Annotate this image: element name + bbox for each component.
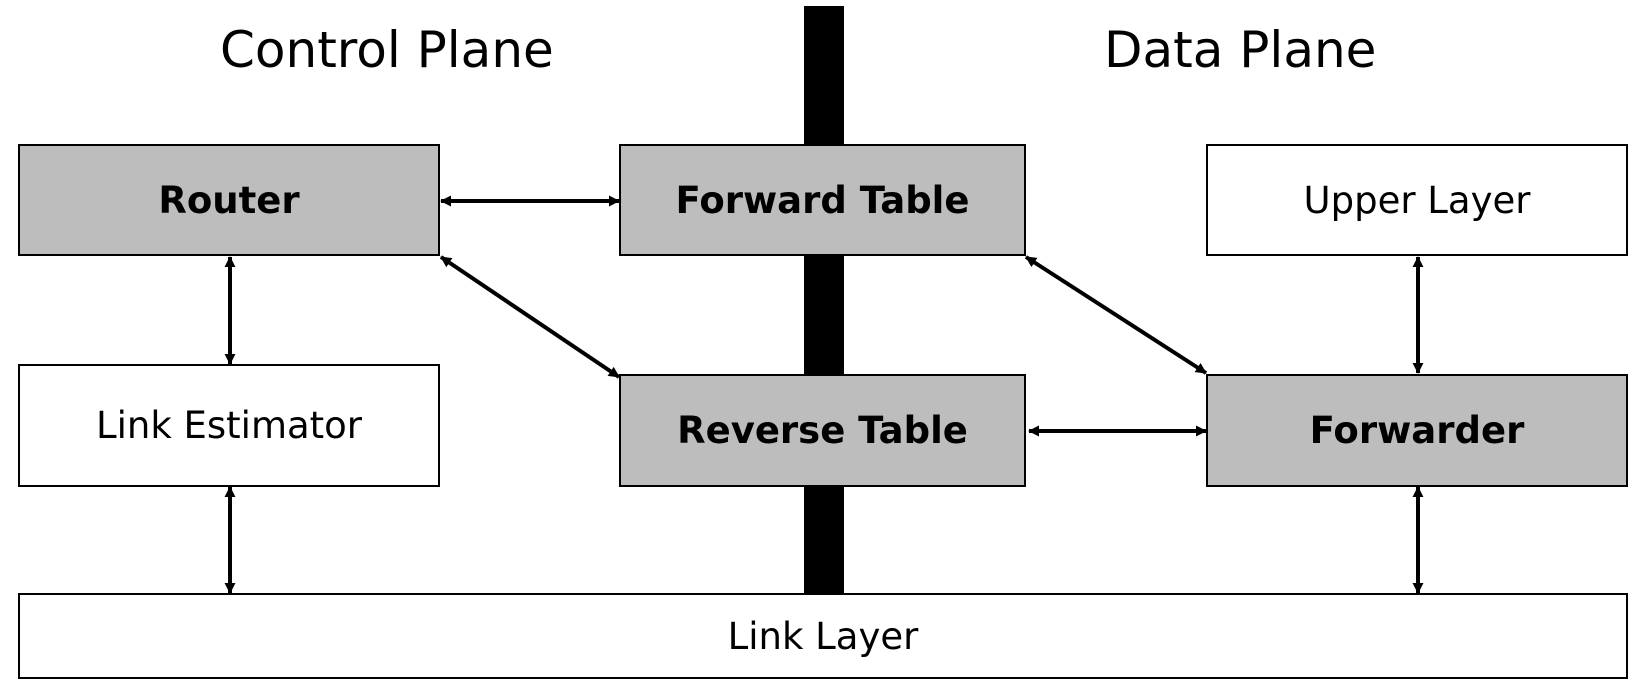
plane-divider-bar [804,6,844,597]
reverse-table-box: Reverse Table [619,374,1026,487]
link-layer-box: Link Layer [18,593,1628,679]
arrow-forward-table-forwarder [1024,255,1208,375]
forward-table-box: Forward Table [619,144,1026,256]
forwarder-box: Forwarder [1206,374,1628,487]
router-box: Router [18,144,440,256]
control-plane-title: Control Plane [220,21,554,79]
upper-layer-box: Upper Layer [1206,144,1628,256]
link-estimator-box: Link Estimator [18,364,440,487]
data-plane-title: Data Plane [1104,21,1377,79]
arrow-router-reverse-table [439,255,621,379]
